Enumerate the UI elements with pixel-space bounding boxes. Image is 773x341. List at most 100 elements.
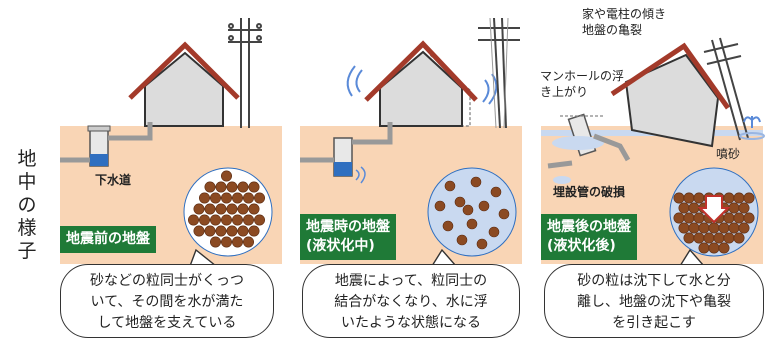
soil-grain: [454, 196, 466, 208]
manhole-before: [60, 122, 153, 167]
caption-after: 砂の粒は沈下して水と分 離し、地盤の沈下や亀裂 を引き起こす: [544, 264, 764, 338]
state-label-line: (液状化中): [306, 238, 375, 254]
state-label-line: (液状化後): [547, 238, 616, 254]
soil-grain: [723, 212, 735, 224]
note-line: 家や電柱の傾き: [582, 7, 667, 21]
soil-grain: [248, 225, 260, 237]
caption-line: いて、その間を水が満た: [90, 294, 244, 310]
state-label-line: 地震時の地盤: [306, 219, 390, 235]
caption-line: 結合がなくなり、水に浮: [334, 294, 488, 310]
soil-grain: [728, 202, 740, 214]
caption-line: して地盤を支えている: [97, 315, 237, 331]
state-label-after: 地震後の地盤 (液状化後): [541, 214, 637, 260]
soil-grain: [204, 225, 216, 237]
soil-grain: [204, 203, 216, 215]
side-label-char: 子: [17, 240, 37, 262]
soil-grain: [434, 200, 446, 212]
note-line: き上がり: [540, 85, 589, 99]
soil-grain: [232, 192, 244, 204]
soil-grain: [688, 222, 700, 234]
soil-grain: [254, 192, 266, 204]
note-manhole: マンホールの浮 き上がり: [540, 68, 624, 100]
soil-grain: [743, 212, 755, 224]
soil-grain: [237, 181, 249, 193]
soil-grain: [248, 181, 260, 193]
soil-grain: [462, 204, 474, 216]
soil-grain: [708, 222, 720, 234]
soil-grain: [478, 200, 490, 212]
side-label-char: の: [17, 194, 37, 216]
side-label-char: 中: [17, 171, 37, 193]
note-pipe-damage: 埋設管の破損: [553, 185, 626, 199]
soil-grain: [683, 212, 695, 224]
settlement-arrow-icon: [697, 195, 731, 224]
soil-grain: [221, 170, 233, 182]
soil-grain: [728, 222, 740, 234]
soil-grain: [221, 192, 233, 204]
sewer-label: 下水道: [95, 173, 132, 187]
caption-line: 離し、地盤の沈下や亀裂: [577, 294, 731, 310]
state-label-line: 地震前の地盤: [66, 231, 150, 247]
house-before: [128, 41, 240, 127]
utility-pole-before: [228, 18, 262, 128]
note-line: 地盤の亀裂: [582, 23, 643, 37]
soil-grain: [226, 181, 238, 193]
soil-grain: [215, 203, 227, 215]
state-label-line: 地震後の地盤: [547, 219, 631, 235]
soil-grain: [226, 225, 238, 237]
note-house-tilt: 家や電柱の傾き 地盤の亀裂: [582, 6, 666, 38]
sand-boil: [739, 116, 765, 140]
soil-grain: [232, 214, 244, 226]
soil-grain: [673, 212, 685, 224]
side-label-char: 様: [17, 217, 37, 239]
soil-grain: [243, 236, 255, 248]
soil-grain: [733, 232, 745, 244]
soil-grain: [188, 214, 200, 226]
caption-line: 砂の粒は沈下して水と分: [577, 273, 731, 289]
caption-during: 地震によって、粒同士の 結合がなくなり、水に浮 いたような状態になる: [302, 264, 520, 338]
soil-grain: [470, 176, 482, 188]
caption-before: 砂などの粒同士がくっつ いて、その間を水が満た して地盤を支えている: [60, 264, 274, 338]
caption-line: 地震によって、粒同士の: [334, 273, 488, 289]
soil-grain: [199, 214, 211, 226]
soil-grain: [488, 226, 500, 238]
soil-grain: [683, 192, 695, 204]
state-label-during: 地震時の地盤 (液状化中): [300, 214, 396, 260]
soil-grain: [698, 242, 710, 254]
soil-grain: [678, 222, 690, 234]
note-line: マンホールの浮: [540, 69, 625, 83]
soil-grain: [221, 214, 233, 226]
soil-grain: [243, 192, 255, 204]
utility-pole-during: [478, 17, 520, 129]
soil-grain: [215, 181, 227, 193]
manhole-during: [300, 122, 393, 184]
caption-line: 砂などの粒同士がくっつ: [90, 273, 244, 289]
soil-grain: [254, 214, 266, 226]
house-after: [610, 42, 731, 148]
house-during: [346, 40, 498, 127]
soil-grain: [693, 192, 705, 204]
soil-grain: [733, 192, 745, 204]
soil-grain: [199, 192, 211, 204]
soil-grain: [738, 202, 750, 214]
soil-grain: [703, 232, 715, 244]
soil-grain: [490, 186, 502, 198]
soil-grain: [673, 192, 685, 204]
soil-grain: [738, 222, 750, 234]
soil-grain: [248, 203, 260, 215]
state-label-before: 地震前の地盤: [60, 226, 156, 253]
soil-grain: [442, 220, 454, 232]
soil-grain: [723, 192, 735, 204]
soil-grain: [243, 214, 255, 226]
soil-grain: [232, 236, 244, 248]
soil-grain: [476, 238, 488, 250]
soil-grain: [210, 214, 222, 226]
soil-grain: [718, 242, 730, 254]
soil-grain: [733, 212, 745, 224]
side-label: 地 中 の 様 子: [16, 148, 38, 263]
soil-grain: [466, 218, 478, 230]
soil-grain: [708, 242, 720, 254]
soil-grain: [698, 222, 710, 234]
soil-grain: [693, 212, 705, 224]
